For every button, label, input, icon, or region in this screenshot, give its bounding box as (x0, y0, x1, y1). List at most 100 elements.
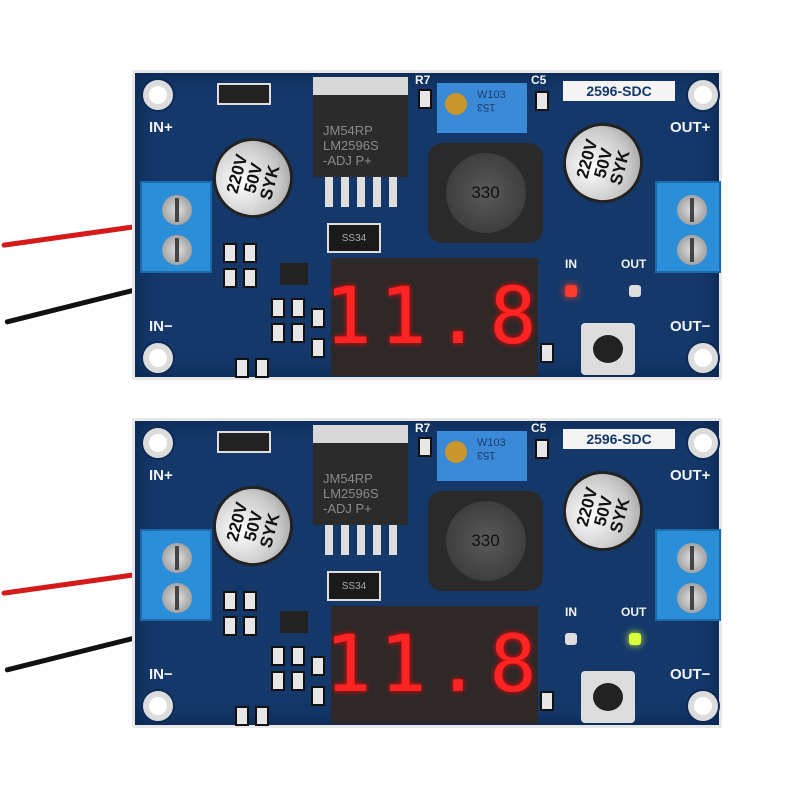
mode-push-button[interactable] (581, 671, 635, 723)
smd-component (243, 243, 257, 263)
smd-component (311, 338, 325, 358)
smd-component (291, 323, 305, 343)
mode-push-button[interactable] (581, 323, 635, 375)
smd-component (311, 686, 325, 706)
resistor-r7 (418, 89, 432, 109)
chip-pin (341, 177, 349, 207)
chip-pin (373, 177, 381, 207)
voltage-display: 11.8 (325, 258, 538, 376)
inductor-text: 330 (445, 153, 526, 233)
lm2596-regulator-chip: JM54RP LM2596S -ADJ P+ (313, 425, 408, 525)
terminal-screw[interactable] (677, 543, 707, 573)
smd-component (243, 616, 257, 636)
out-plus-label: OUT+ (670, 119, 711, 136)
chip-pin (341, 525, 349, 555)
r7-label: R7 (415, 73, 431, 87)
resistor-r7 (418, 437, 432, 457)
inductor: 330 (428, 491, 543, 591)
smd-component (271, 323, 285, 343)
display-value: 11.8 (324, 620, 545, 710)
in-minus-label: IN− (149, 666, 173, 683)
output-terminal-block[interactable] (655, 181, 721, 273)
smd-component (540, 691, 554, 711)
mounting-hole (143, 691, 173, 721)
chip-pin (373, 525, 381, 555)
trim-potentiometer[interactable]: W103 153 (437, 431, 527, 481)
voltage-display: 11.8 (325, 606, 538, 724)
smd-component (540, 343, 554, 363)
smd-component (255, 358, 269, 378)
diode-m7 (217, 83, 271, 105)
input-terminal-block[interactable] (140, 529, 212, 621)
led-out-indicator (629, 285, 641, 297)
r7-label: R7 (415, 421, 431, 435)
pot-text: W103 (477, 437, 506, 449)
smd-component (223, 616, 237, 636)
chip-pin (389, 177, 397, 207)
led-out-indicator (629, 633, 641, 645)
smd-component (243, 591, 257, 611)
smd-component (271, 646, 285, 666)
chip-text: -ADJ P+ (323, 153, 372, 168)
led-in-label: IN (565, 605, 577, 619)
out-minus-label: OUT− (670, 666, 711, 683)
chip-pin (325, 525, 333, 555)
input-terminal-block[interactable] (140, 181, 212, 273)
trim-potentiometer[interactable]: W103 153 (437, 83, 527, 133)
smd-component (291, 298, 305, 318)
model-label: 2596-SDC (563, 81, 675, 101)
smd-component (235, 706, 249, 726)
smd-component (223, 591, 237, 611)
led-in-label: IN (565, 257, 577, 271)
mounting-hole (143, 80, 173, 110)
inductor: 330 (428, 143, 543, 243)
led-out-label: OUT (621, 257, 647, 271)
mounting-hole (688, 428, 718, 458)
terminal-screw[interactable] (162, 235, 192, 265)
mounting-hole (688, 343, 718, 373)
diode-m7 (217, 431, 271, 453)
transistor (280, 611, 308, 633)
terminal-screw[interactable] (677, 195, 707, 225)
c5-label: C5 (531, 421, 547, 435)
chip-text: LM2596S (323, 138, 379, 153)
chip-text: LM2596S (323, 486, 379, 501)
chip-pin (357, 525, 365, 555)
display-value: 11.8 (324, 272, 545, 362)
terminal-screw[interactable] (677, 583, 707, 613)
smd-component (255, 706, 269, 726)
in-plus-label: IN+ (149, 119, 173, 136)
diode-text: SS34 (341, 580, 367, 592)
diode-text: SS34 (341, 232, 367, 244)
mounting-hole (143, 343, 173, 373)
chip-pin (357, 177, 365, 207)
mounting-hole (688, 691, 718, 721)
capacitor-c5 (535, 91, 549, 111)
capacitor-c5 (535, 439, 549, 459)
ss34-diode: SS34 (327, 223, 381, 253)
led-in-indicator (565, 633, 577, 645)
led-out-label: OUT (621, 605, 647, 619)
chip-pin (389, 525, 397, 555)
terminal-screw[interactable] (677, 235, 707, 265)
pot-text: W103 (477, 89, 506, 101)
smd-component (243, 268, 257, 288)
in-plus-label: IN+ (149, 467, 173, 484)
c5-label: C5 (531, 73, 547, 87)
output-terminal-block[interactable] (655, 529, 721, 621)
terminal-screw[interactable] (162, 583, 192, 613)
pot-text: 153 (477, 449, 496, 461)
smd-component (291, 646, 305, 666)
mounting-hole (688, 80, 718, 110)
out-minus-label: OUT− (670, 318, 711, 335)
terminal-screw[interactable] (162, 195, 192, 225)
terminal-screw[interactable] (162, 543, 192, 573)
pot-text: 153 (477, 101, 496, 113)
chip-text: JM54RP (323, 123, 373, 138)
model-label: 2596-SDC (563, 429, 675, 449)
